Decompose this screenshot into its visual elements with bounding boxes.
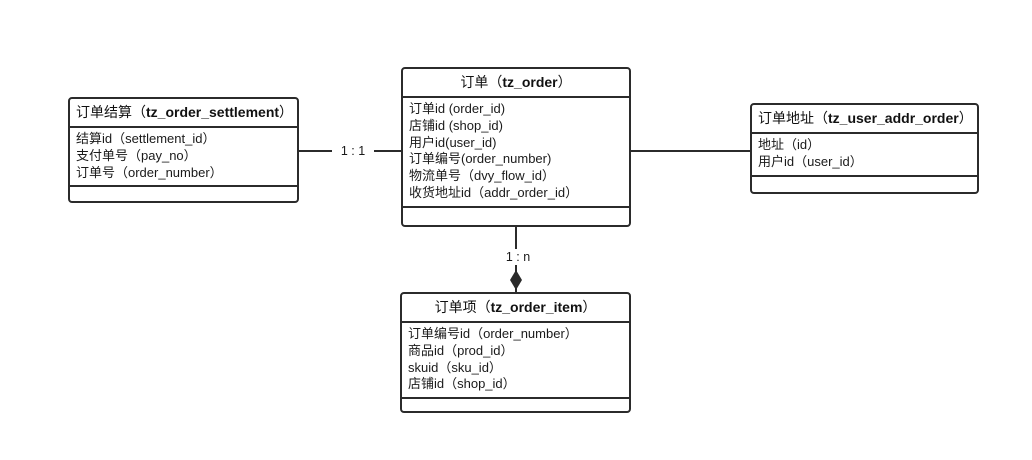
attribute-row: 用户id（user_id） [758, 153, 863, 169]
entity-header-tz-user-addr-order: 订单地址（tz_user_addr_order） [752, 105, 977, 135]
entity-footer-tz-order-settlement [70, 187, 297, 215]
attribute-row: 商品id（prod_id） [408, 342, 514, 358]
attribute-row: 结算id（settlement_id） [76, 131, 216, 147]
attribute-row: 订单id (order_id) [409, 101, 506, 117]
entity-table-tz-order: tz_order [502, 74, 558, 90]
entity-title-close-tz-order-settlement: ） [279, 104, 294, 120]
entity-header-tz-order-settlement: 订单结算（tz_order_settlement） [70, 99, 297, 129]
attribute-row: 收货地址id（addr_order_id） [409, 185, 579, 201]
attribute-row: 订单编号(order_number) [409, 151, 552, 167]
attribute-row: 地址（id） [758, 137, 821, 153]
entity-footer-tz-order-item [402, 399, 629, 427]
entity-tz-order-item[interactable]: 订单项（tz_order_item） 订单编号id（order_number） … [400, 292, 631, 413]
attribute-row: 订单编号id（order_number） [408, 326, 578, 342]
entity-attributes-tz-user-addr-order: 地址（id） 用户id（user_id） [752, 134, 977, 177]
entity-tz-user-addr-order[interactable]: 订单地址（tz_user_addr_order） 地址（id） 用户id（use… [750, 103, 979, 194]
attribute-row: 支付单号（pay_no） [76, 147, 197, 163]
entity-footer-tz-order [403, 208, 629, 236]
attribute-row: 订单号（order_number） [76, 164, 223, 180]
entity-title-close-tz-order: ） [557, 74, 572, 90]
entity-table-tz-order-settlement: tz_order_settlement [146, 104, 280, 120]
entity-title-tz-order: 订单（ [460, 74, 503, 90]
attribute-row: 物流单号（dvy_flow_id） [409, 168, 555, 184]
attribute-row: 店铺id（shop_id） [408, 376, 516, 392]
entity-title-tz-order-item: 订单项（ [434, 299, 491, 315]
entity-attributes-tz-order-settlement: 结算id（settlement_id） 支付单号（pay_no） 订单号（ord… [70, 128, 297, 188]
attribute-row: skuid（sku_id） [408, 359, 502, 375]
entity-tz-order[interactable]: 订单（tz_order） 订单id (order_id) 店铺id (shop_… [401, 67, 631, 227]
entity-title-tz-order-settlement: 订单结算（ [76, 104, 146, 120]
entity-header-tz-order-item: 订单项（tz_order_item） [402, 294, 629, 324]
attribute-row: 用户id(user_id) [409, 134, 497, 150]
connector-label-settlement-order: 1 : 1 [332, 143, 374, 159]
entity-footer-tz-user-addr-order [752, 177, 977, 205]
entity-table-tz-order-item: tz_order_item [490, 299, 583, 315]
connector-label-order-item: 1 : n [496, 249, 540, 265]
entity-title-close-tz-user-addr-order: ） [958, 110, 973, 126]
entity-attributes-tz-order-item: 订单编号id（order_number） 商品id（prod_id） skuid… [402, 323, 629, 400]
entity-table-tz-user-addr-order: tz_user_addr_order [828, 110, 959, 126]
entity-attributes-tz-order: 订单id (order_id) 店铺id (shop_id) 用户id(user… [403, 98, 629, 208]
entity-tz-order-settlement[interactable]: 订单结算（tz_order_settlement） 结算id（settlemen… [68, 97, 299, 203]
entity-header-tz-order: 订单（tz_order） [403, 69, 629, 99]
attribute-row: 店铺id (shop_id) [409, 117, 503, 133]
entity-title-tz-user-addr-order: 订单地址（ [758, 110, 828, 126]
connector-order-address [631, 150, 750, 152]
entity-title-close-tz-order-item: ） [582, 299, 597, 315]
